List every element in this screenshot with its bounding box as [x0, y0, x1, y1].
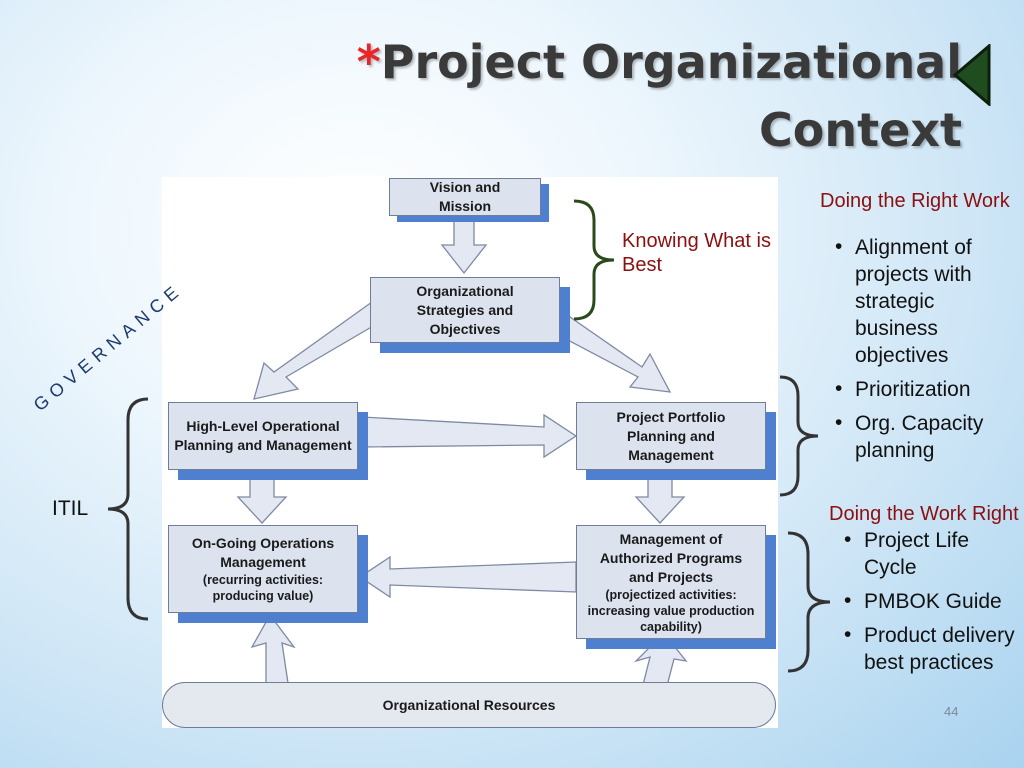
ongoing-operations-box: On-Going Operations Management (recurrin… — [168, 525, 358, 613]
governance-label: GOVERNANCE — [30, 279, 184, 415]
org-context-diagram: Vision and Mission Organizational Strate… — [162, 177, 778, 728]
arrow-operational-to-ongoing — [236, 476, 288, 524]
strategies-box: Organizational Strategies and Objectives — [370, 277, 560, 343]
back-arrow-icon[interactable] — [953, 44, 991, 106]
arrow-strategy-to-portfolio — [561, 316, 672, 393]
bullet-capacity: Org. Capacity planning — [831, 409, 1021, 464]
governance-text: GOVERNANCE — [30, 279, 184, 415]
bullet-pmbok: PMBOK Guide — [840, 587, 1020, 615]
diagram-arrows — [236, 216, 688, 706]
arrow-strategy-to-operational — [253, 300, 381, 400]
bullet-alignment: Alignment of projects with strategic bus… — [831, 233, 1021, 369]
knowing-what-is-best: Knowing What is Best — [622, 230, 771, 276]
arrow-resources-to-ongoing — [250, 613, 296, 684]
operational-planning-label: High-Level Operational Planning and Mana… — [174, 418, 352, 453]
arrow-authorized-to-ongoing — [358, 555, 577, 599]
right-work-bullets: Alignment of projects with strategic bus… — [831, 233, 1021, 471]
bullet-delivery: Product delivery best practices — [840, 621, 1020, 676]
doing-work-right: Doing the Work Right — [829, 503, 1019, 525]
itil-label: ITIL — [52, 497, 89, 520]
right-work-brace — [779, 375, 819, 497]
ongoing-operations-title: On-Going Operations Management — [191, 535, 335, 570]
vision-mission-label: Vision and Mission — [429, 179, 501, 214]
page-number: 44 — [944, 704, 959, 719]
work-right-bullets: Project Life Cycle PMBOK Guide Product d… — [840, 526, 1020, 683]
work-right-brace — [787, 531, 831, 673]
bullet-life-cycle: Project Life Cycle — [840, 526, 1020, 581]
org-resources-bar: Organizational Resources — [162, 682, 776, 728]
bullet-prioritization: Prioritization — [831, 375, 1021, 403]
title-line-2: Context — [759, 103, 962, 157]
title-line-1: Project Organizational — [380, 35, 962, 89]
ongoing-operations-sub: (recurring activities: producing value) — [202, 573, 324, 603]
portfolio-planning-box: Project Portfolio Planning and Managemen… — [576, 402, 766, 470]
arrow-portfolio-to-authorized — [634, 476, 686, 524]
itil-brace — [107, 397, 149, 621]
strategies-label: Organizational Strategies and Objectives — [416, 282, 514, 337]
operational-planning-box: High-Level Operational Planning and Mana… — [168, 402, 358, 470]
knowing-brace — [573, 199, 615, 321]
title-star: * — [356, 35, 381, 89]
vision-mission-box: Vision and Mission — [389, 178, 541, 216]
slide-title: *Project Organizational Context — [357, 28, 962, 164]
authorized-programs-box: Management of Authorized Programs and Pr… — [576, 525, 766, 639]
authorized-programs-title: Management of Authorized Programs and Pr… — [599, 530, 743, 585]
arrow-operational-to-portfolio — [361, 413, 578, 459]
authorized-programs-sub: (projectized activities: increasing valu… — [587, 587, 755, 634]
org-resources-label: Organizational Resources — [382, 697, 556, 713]
doing-right-work: Doing the Right Work — [820, 190, 1010, 212]
arrow-vision-to-strategy — [440, 216, 488, 275]
portfolio-planning-label: Project Portfolio Planning and Managemen… — [616, 408, 726, 463]
